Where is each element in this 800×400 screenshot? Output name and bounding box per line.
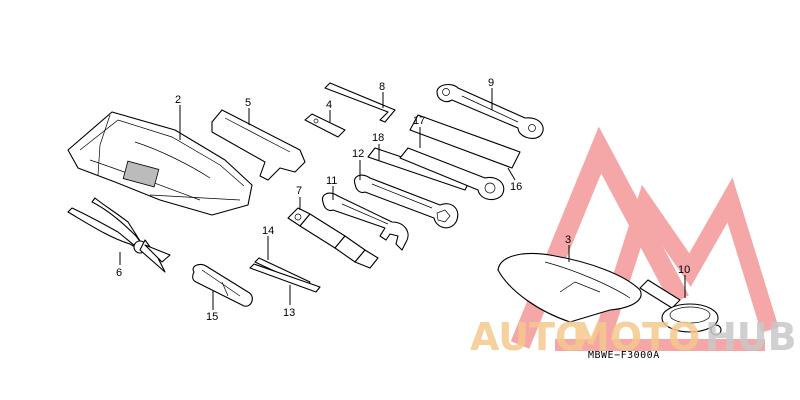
label-part-4: 4 xyxy=(326,99,332,111)
label-part-7: 7 xyxy=(296,185,302,197)
label-part-14: 14 xyxy=(262,225,274,237)
watermark-hub: HUB xyxy=(705,315,797,359)
diagram-code: MBWE−F3000A xyxy=(588,350,660,361)
hex-wrench xyxy=(324,82,396,123)
label-part-11: 11 xyxy=(326,175,337,187)
screwdriver-shaft xyxy=(249,257,321,293)
label-part-18: 18 xyxy=(372,132,384,144)
label-part-6: 6 xyxy=(116,267,122,279)
label-part-9: 9 xyxy=(488,77,494,89)
box-wrench xyxy=(436,83,544,139)
callout-numbers: 2 5 4 8 9 17 18 12 11 7 14 13 15 6 16 3 … xyxy=(116,77,690,323)
label-part-15: 15 xyxy=(206,311,218,323)
label-part-13: 13 xyxy=(283,307,295,319)
label-part-16: 16 xyxy=(510,181,522,193)
cap-tool xyxy=(639,279,722,336)
watermark-auto: AUTO xyxy=(470,315,587,359)
label-part-12: 12 xyxy=(352,148,364,160)
ring-spanner xyxy=(399,147,505,201)
label-part-8: 8 xyxy=(379,81,385,93)
screwdriver-handle xyxy=(192,263,253,307)
leader-lines xyxy=(119,88,686,310)
socket-wrench xyxy=(287,207,379,269)
flat-blade xyxy=(409,114,521,169)
pin-spanner xyxy=(211,109,306,181)
label-part-3: 3 xyxy=(565,234,571,246)
combination-spanner xyxy=(353,174,459,229)
open-end-spanner xyxy=(321,192,409,251)
watermark-moto: MOTO xyxy=(572,315,700,359)
label-part-5: 5 xyxy=(245,97,251,109)
label-part-17: 17 xyxy=(413,115,425,127)
watermark-text: AUTO MOTO HUB xyxy=(470,315,797,359)
pouch xyxy=(497,253,642,323)
tool-bag xyxy=(67,111,253,216)
label-part-2: 2 xyxy=(175,94,181,106)
pin-tool xyxy=(304,113,346,138)
pliers xyxy=(67,197,171,273)
label-part-10: 10 xyxy=(678,264,690,276)
